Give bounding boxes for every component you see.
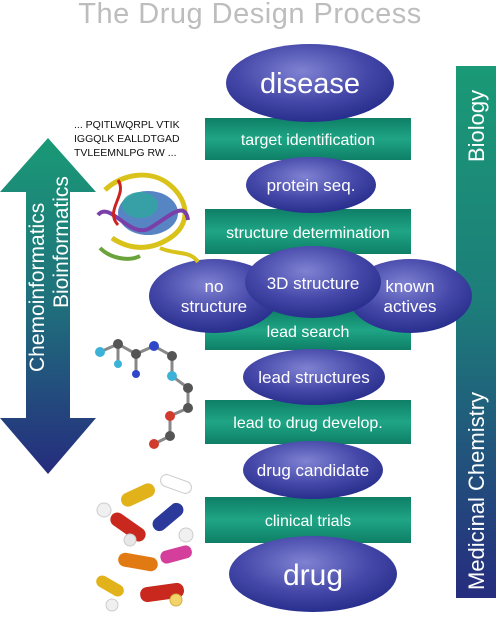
bioinformatics-arrow: Chemoinformatics Bioinformatics <box>0 138 96 474</box>
biology-medchem-bar: Biology Medicinal Chemistry <box>456 66 496 598</box>
band-label: target identification <box>241 132 375 149</box>
biology-label: Biology <box>464 90 489 162</box>
3d-structure-ellipse: 3D structure <box>245 246 381 318</box>
lead-structures-ellipse: lead structures <box>243 349 385 405</box>
vertical-bar <box>456 66 496 598</box>
band-label: lead search <box>267 324 350 341</box>
protein-sequence-text: ... PQITLWQRPL VTIK IGGQLK EALLDTGAD TVL… <box>74 118 180 160</box>
protein-structure-image <box>96 172 200 264</box>
band-target-identification: target identification <box>205 118 411 160</box>
ellipse-label: drug candidate <box>257 461 369 480</box>
double-arrow-shape <box>0 138 96 474</box>
ellipse-label: structure <box>181 297 247 316</box>
ellipse-label: actives <box>384 297 437 316</box>
drug-candidate-ellipse: drug candidate <box>243 441 383 499</box>
ellipse-label: known <box>385 277 434 296</box>
protein-seq-ellipse: protein seq. <box>246 157 376 213</box>
band-label: lead to drug develop. <box>233 415 382 432</box>
ellipse-label: disease <box>260 68 360 100</box>
band-clinical-trials: clinical trials <box>205 497 411 543</box>
pills-image <box>96 474 194 612</box>
sequence-line: ... PQITLWQRPL VTIK <box>74 119 180 131</box>
medicinal-chemistry-label: Medicinal Chemistry <box>464 392 489 590</box>
ellipse-label: no <box>205 277 224 296</box>
sequence-line: TVLEEMNLPG RW ... <box>74 147 177 159</box>
ellipse-label: lead structures <box>258 368 370 387</box>
page-title: The Drug Design Process <box>78 0 422 30</box>
ellipse-label: protein seq. <box>267 176 356 195</box>
ellipse-label: 3D structure <box>267 274 360 293</box>
drug-ellipse: drug <box>229 536 397 612</box>
sequence-line: IGGQLK EALLDTGAD <box>74 133 180 145</box>
disease-ellipse: disease <box>226 44 394 122</box>
chemoinformatics-label: Chemoinformatics <box>26 203 49 372</box>
molecule-image <box>95 339 193 449</box>
band-lead-to-drug: lead to drug develop. <box>205 400 411 444</box>
ellipse-label: drug <box>283 559 343 592</box>
band-label: clinical trials <box>265 513 351 530</box>
bioinformatics-label: Bioinformatics <box>50 176 73 308</box>
band-label: structure determination <box>226 225 390 242</box>
